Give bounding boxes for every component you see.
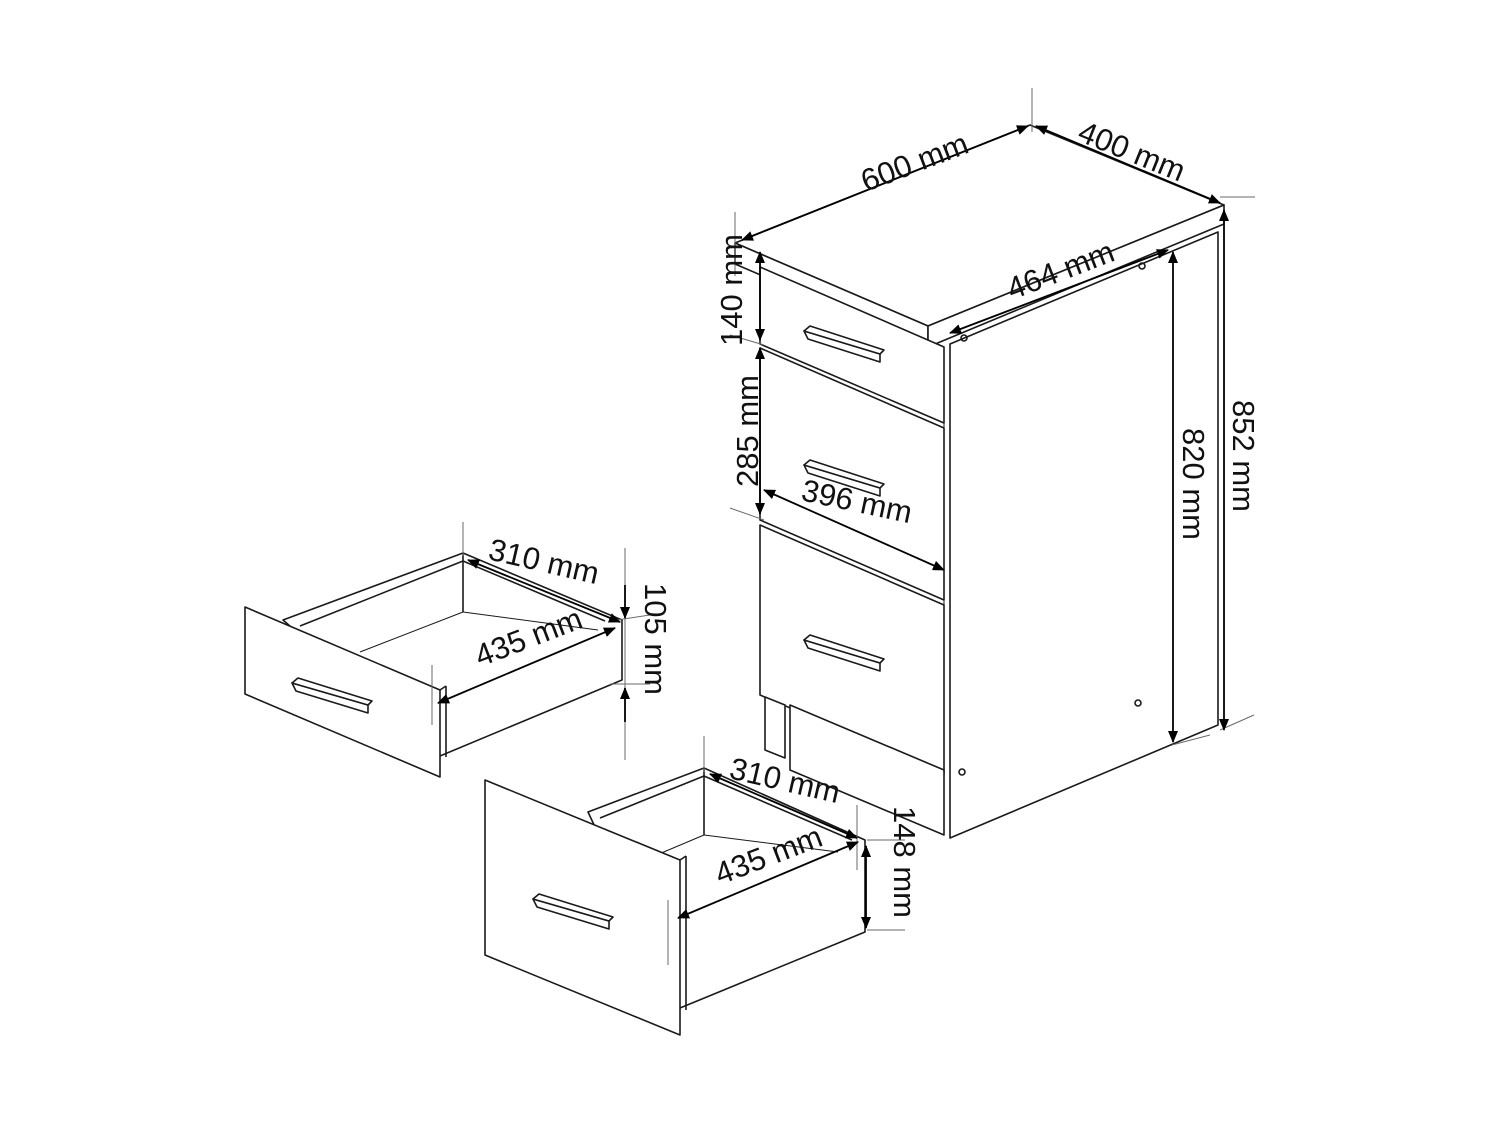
cabinet-plinth	[789, 704, 945, 836]
top-drawer-height-label: 140 mm	[714, 234, 749, 346]
cabinet-dimension-arrows	[741, 125, 1229, 743]
bar-handle-icon	[803, 325, 885, 363]
bar-handle-icon	[291, 677, 373, 714]
middle-drawer-height-label: 285 mm	[730, 375, 765, 487]
drawer-small	[244, 552, 623, 778]
cabinet-leg	[764, 696, 786, 759]
drawer-small-extension-lines	[431, 522, 651, 760]
drawer-large-extension-lines	[667, 736, 905, 965]
drawer-small-dimension-arrows	[437, 559, 630, 722]
drawer-small-height-label: 105 mm	[638, 583, 673, 695]
drawer-large	[484, 767, 866, 1036]
drawer-large-dimension-arrows	[677, 773, 871, 929]
cabinet-total-height-label: 852 mm	[1226, 400, 1261, 512]
drawer-large-height-label: 148 mm	[887, 806, 922, 918]
bar-handle-icon	[532, 893, 614, 930]
bar-handle-icon	[803, 634, 885, 672]
cabinet-extension-lines	[729, 88, 1255, 746]
cabinet-body-height-label: 820 mm	[1176, 428, 1211, 540]
